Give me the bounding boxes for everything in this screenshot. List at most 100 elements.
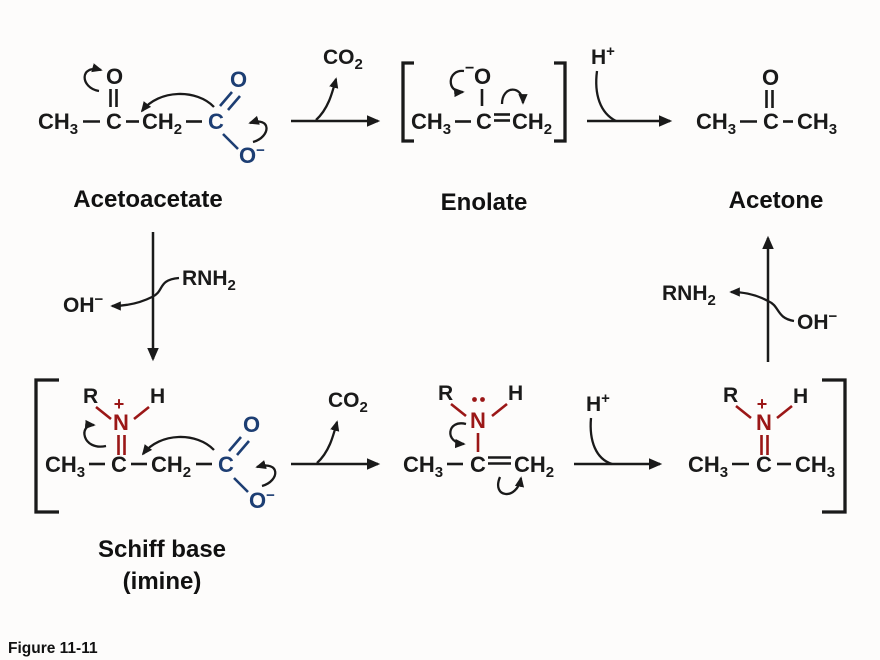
atom-o-minus: O	[474, 64, 491, 89]
atom-h: H	[508, 382, 523, 405]
compound-name-schiff-base: Schiff base	[98, 536, 226, 563]
atom-carboxylate-o: O	[230, 67, 247, 92]
bracket-right	[554, 61, 567, 143]
atom-carboxylate-o-minus: O−	[239, 142, 265, 168]
atom-carboxylate-o: O	[243, 412, 260, 437]
atom-c: C	[111, 452, 127, 477]
atom-r: R	[83, 385, 98, 408]
h-plus-label: H+	[591, 43, 615, 69]
atom-ch2: CH2	[142, 109, 182, 138]
atom-ch3: CH3	[403, 452, 443, 481]
atom-o: O	[762, 65, 779, 90]
atom-carboxylate-o-minus: O−	[249, 487, 275, 513]
bond-line	[735, 404, 752, 420]
bracket-left	[401, 61, 414, 143]
bond-line	[450, 402, 467, 418]
curved-arrow-to-ch2	[497, 476, 525, 496]
compound-name-imine: (imine)	[123, 568, 202, 595]
amine-addition-pathway: RNH2 OH−	[63, 232, 236, 362]
h-plus-joining-curve	[595, 70, 617, 123]
atom-ch2: CH2	[514, 452, 554, 481]
atom-c: C	[756, 452, 772, 477]
bond-line	[233, 477, 249, 493]
bond-line	[95, 405, 112, 421]
atom-c: C	[470, 452, 486, 477]
acetoacetate-structure: CH3 C O CH2 C O O− Acetoacetate	[38, 63, 268, 213]
double-bond-line	[228, 436, 242, 452]
curved-arrow-to-n	[83, 419, 107, 448]
atom-carboxylate-c: C	[218, 452, 234, 477]
figure-label: Figure 11-11	[8, 640, 98, 657]
curved-arrow-from-o	[449, 69, 465, 98]
curved-arrow-cc-cleavage	[141, 435, 215, 456]
rnh2-label: RNH2	[662, 282, 716, 309]
h-plus-label: H+	[586, 390, 610, 416]
oh-in-rnh2-out-curve	[729, 287, 795, 323]
charge-minus: −	[465, 60, 474, 77]
bond-line	[133, 405, 150, 421]
atom-ch3: CH3	[696, 109, 736, 138]
co2-label: CO2	[323, 46, 363, 73]
co2-leaving-arrow	[315, 77, 339, 121]
atom-h: H	[150, 385, 165, 408]
atom-c: C	[763, 109, 779, 134]
atom-n: N	[113, 410, 129, 435]
schiff-base-structure: R + H N CH3 C CH2 C O O− Schiff base (im…	[34, 378, 277, 595]
oh-minus-label: OH−	[63, 291, 104, 317]
bracket-right	[822, 378, 847, 514]
atom-ch3: CH3	[795, 452, 835, 481]
h-plus-joining-curve	[589, 417, 613, 466]
double-bond-line	[227, 95, 241, 111]
atom-r: R	[438, 382, 453, 405]
curved-arrow-cc-cleavage	[140, 92, 215, 113]
atom-ch3: CH3	[411, 109, 451, 138]
rnh2-label: RNH2	[182, 267, 236, 294]
atom-ch3: CH3	[38, 109, 78, 138]
curved-arrow-carboxylate	[248, 115, 268, 144]
compound-name-enolate: Enolate	[441, 189, 528, 216]
iminium-structure: R + H N CH3 C CH3	[688, 378, 847, 514]
co2-label: CO2	[328, 389, 368, 416]
atom-ch2: CH2	[151, 452, 191, 481]
enolate-structure: CH3 C − O CH2 Enolate	[401, 60, 567, 216]
bond-line	[776, 404, 793, 420]
atom-n: N	[756, 410, 772, 435]
decarboxylation-arrow-top: CO2	[291, 46, 381, 127]
atom-ch3: CH3	[688, 452, 728, 481]
amine-release-pathway: RNH2 OH−	[662, 235, 838, 362]
atom-o: O	[106, 64, 123, 89]
curved-arrow-to-ch2	[500, 88, 528, 105]
rnh2-in-oh-out-curve	[110, 276, 180, 311]
oh-minus-label: OH−	[797, 308, 838, 334]
compound-name-acetone: Acetone	[729, 187, 824, 214]
atom-n: N	[470, 408, 486, 433]
lone-pair-dot	[480, 397, 485, 402]
curved-arrow-from-n	[449, 422, 467, 449]
charge-plus: +	[757, 394, 768, 414]
double-bond-line	[219, 91, 233, 107]
atom-r: R	[723, 384, 738, 407]
co2-leaving-arrow	[316, 420, 340, 464]
protonation-arrow-bottom: H+	[574, 390, 663, 470]
charge-plus: +	[114, 394, 125, 414]
decarboxylation-arrow-bottom: CO2	[291, 389, 381, 470]
double-bond-line	[236, 440, 250, 456]
enamine-structure: R H N CH3 C CH2	[403, 382, 554, 496]
atom-c: C	[106, 109, 122, 134]
bond-line	[491, 402, 508, 418]
protonation-arrow-top: H+	[587, 43, 673, 127]
atom-ch3: CH3	[797, 109, 837, 138]
lone-pair-dot	[472, 397, 477, 402]
curved-arrow-carboxylate	[255, 460, 277, 488]
atom-carboxylate-c: C	[208, 109, 224, 134]
atom-ch3: CH3	[45, 452, 85, 481]
atom-h: H	[793, 385, 808, 408]
bond-line	[222, 133, 239, 150]
bracket-left	[34, 378, 59, 514]
acetone-structure: CH3 C O CH3 Acetone	[696, 65, 837, 214]
atom-ch2: CH2	[512, 109, 552, 138]
atom-c: C	[476, 109, 492, 134]
curved-arrow-to-carbonyl-o	[83, 63, 103, 93]
